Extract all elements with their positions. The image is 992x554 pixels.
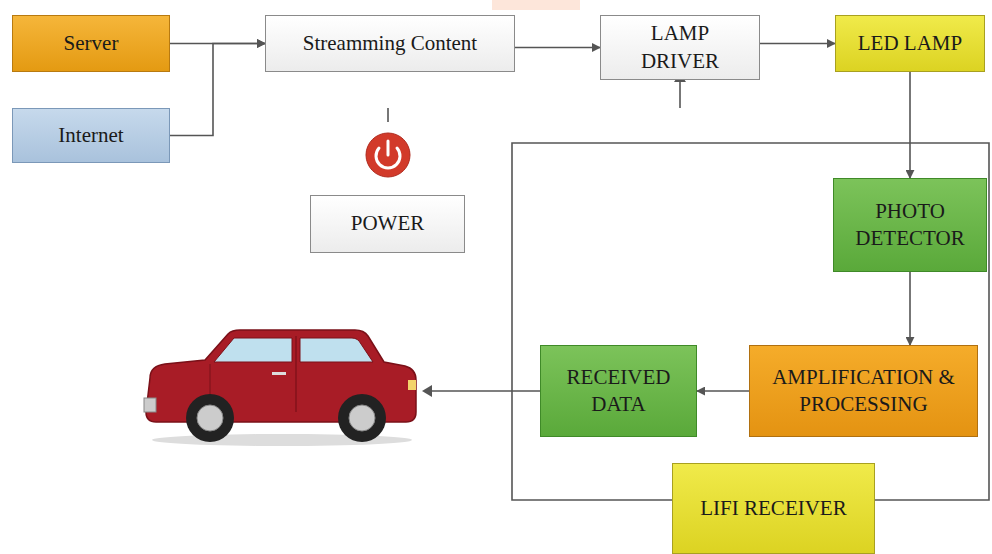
internet-box: Internet <box>12 108 170 163</box>
box-label: RECEIVED DATA <box>549 364 689 419</box>
box-label: POWER <box>351 210 425 237</box>
receiver-box: LIFI RECEIVER <box>672 463 875 554</box>
flow-arrow <box>515 47 600 49</box>
box-label: LIFI RECEIVER <box>700 495 846 522</box>
driver-box: LAMP DRIVER <box>600 15 760 80</box>
watermark-patch <box>492 0 580 10</box>
enclosure-line <box>512 143 989 500</box>
box-label: LED LAMP <box>858 30 962 57</box>
box-label: Server <box>64 30 119 57</box>
box-label: LAMP DRIVER <box>615 20 745 75</box>
flow-arrow <box>909 72 911 178</box>
box-label: PHOTO DETECTOR <box>840 198 980 253</box>
box-label: Streamming Content <box>303 30 477 57</box>
flow-arrow <box>170 44 265 136</box>
box-label: AMPLIFICATION & PROCESSING <box>756 364 971 419</box>
server-box: Server <box>12 15 170 72</box>
power-lead <box>387 108 389 122</box>
car-illustration <box>144 330 416 446</box>
arrow-head <box>422 385 432 397</box>
flow-arrow <box>909 272 911 345</box>
data-box: RECEIVED DATA <box>540 345 697 437</box>
detector-box: PHOTO DETECTOR <box>833 178 987 272</box>
processing-box: AMPLIFICATION & PROCESSING <box>749 345 978 437</box>
power-icon <box>366 133 410 177</box>
lamp-box: LED LAMP <box>835 15 985 72</box>
flow-arrow <box>697 390 749 392</box>
output-arrow <box>430 390 540 392</box>
input-arrow <box>679 80 681 108</box>
power-box: POWER <box>310 195 465 253</box>
process-box: Streamming Content <box>265 15 515 72</box>
flow-arrow <box>760 43 835 45</box>
box-label: Internet <box>58 122 123 149</box>
